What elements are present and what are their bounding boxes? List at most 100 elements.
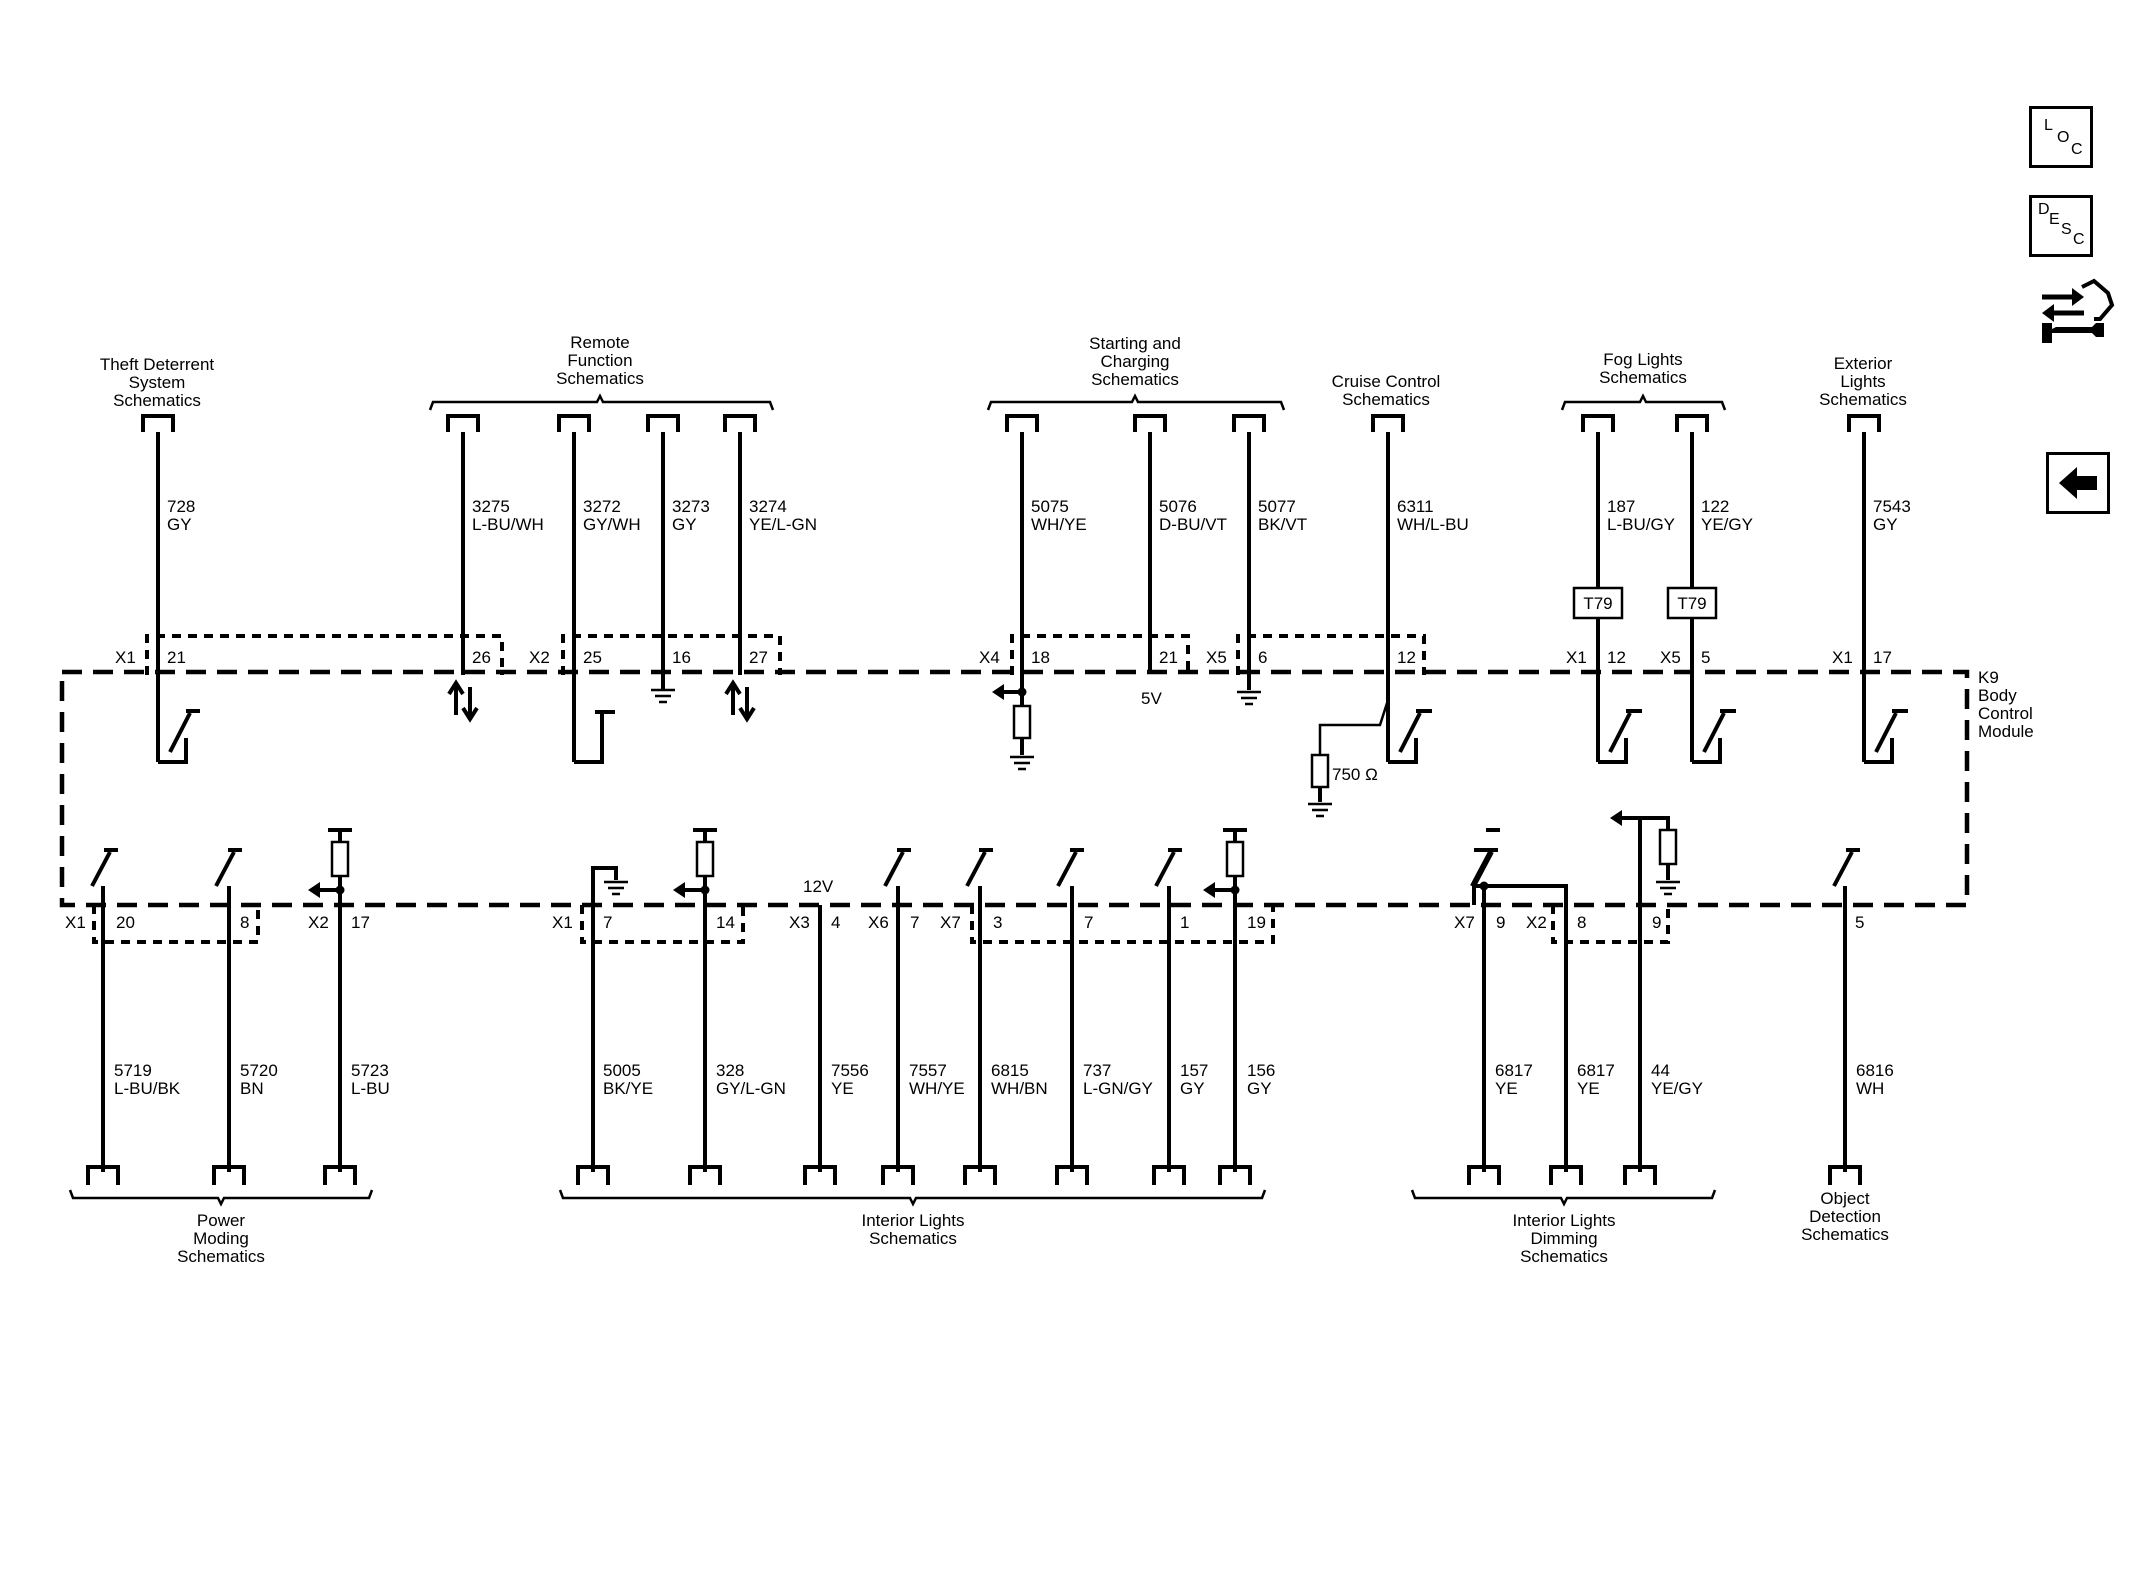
footer-object-2[interactable]: Detection — [1809, 1207, 1881, 1226]
footer-object-1[interactable]: Object — [1820, 1189, 1869, 1208]
header-fog-2[interactable]: Schematics — [1599, 368, 1687, 387]
pin-18-x4[interactable]: 18 — [1031, 648, 1050, 667]
header-fog-1[interactable]: Fog Lights — [1603, 350, 1682, 369]
wire-187-circuit[interactable]: 187 — [1607, 497, 1635, 516]
voltage-12v-label[interactable]: 12V — [803, 877, 834, 896]
wire-6817b-color[interactable]: YE — [1577, 1079, 1600, 1098]
wire-728-color[interactable]: GY — [167, 515, 192, 534]
pin-5[interactable]: 5 — [1855, 913, 1864, 932]
module-label-3[interactable]: Control — [1978, 704, 2033, 723]
wire-187-color[interactable]: L-BU/GY — [1607, 515, 1675, 534]
pin-25-x2[interactable]: 25 — [583, 648, 602, 667]
pin-9-x2[interactable]: 9 — [1652, 913, 1661, 932]
wire-157-circuit[interactable]: 157 — [1180, 1061, 1208, 1080]
wire-44-color[interactable]: YE/GY — [1651, 1079, 1703, 1098]
footer-interior-2[interactable]: Schematics — [869, 1229, 957, 1248]
wire-156-color[interactable]: GY — [1247, 1079, 1272, 1098]
footer-dimming-3[interactable]: Schematics — [1520, 1247, 1608, 1266]
connector-x5-top[interactable]: X5 — [1206, 648, 1227, 667]
wire-7556-color[interactable]: YE — [831, 1079, 854, 1098]
pin-5-x5-fog[interactable]: 5 — [1701, 648, 1710, 667]
wire-44-circuit[interactable]: 44 — [1651, 1061, 1670, 1080]
wire-5005-circuit[interactable]: 5005 — [603, 1061, 641, 1080]
wire-3275-circuit[interactable]: 3275 — [472, 497, 510, 516]
pin-17[interactable]: 17 — [351, 913, 370, 932]
connector-x1-fog[interactable]: X1 — [1566, 648, 1587, 667]
wire-122-color[interactable]: YE/GY — [1701, 515, 1753, 534]
wire-6311-color[interactable]: WH/L-BU — [1397, 515, 1469, 534]
wire-328-color[interactable]: GY/L-GN — [716, 1079, 786, 1098]
pin-9-x7[interactable]: 9 — [1496, 913, 1505, 932]
wire-3274-circuit[interactable]: 3274 — [749, 497, 787, 516]
wire-5719-circuit[interactable]: 5719 — [114, 1061, 152, 1080]
wire-5075-color[interactable]: WH/YE — [1031, 515, 1087, 534]
wire-5005-color[interactable]: BK/YE — [603, 1079, 653, 1098]
wire-3275-color[interactable]: L-BU/WH — [472, 515, 544, 534]
header-remote-3[interactable]: Schematics — [556, 369, 644, 388]
back-button[interactable] — [2046, 452, 2110, 514]
pin-26-x1[interactable]: 26 — [472, 648, 491, 667]
connector-x1-top[interactable]: X1 — [115, 648, 136, 667]
connector-x2-bottom[interactable]: X2 — [308, 913, 329, 932]
header-remote-1[interactable]: Remote — [570, 333, 630, 352]
wire-5076-circuit[interactable]: 5076 — [1159, 497, 1197, 516]
wire-3274-color[interactable]: YE/L-GN — [749, 515, 817, 534]
voltage-5v-label[interactable]: 5V — [1141, 689, 1162, 708]
wire-3273-color[interactable]: GY — [672, 515, 697, 534]
footer-dimming-1[interactable]: Interior Lights — [1513, 1211, 1616, 1230]
wire-156-circuit[interactable]: 156 — [1247, 1061, 1275, 1080]
pin-7-x7[interactable]: 7 — [1084, 913, 1093, 932]
wire-7543-circuit[interactable]: 7543 — [1873, 497, 1911, 516]
connector-x2-top[interactable]: X2 — [529, 648, 550, 667]
header-theft-3[interactable]: Schematics — [113, 391, 201, 410]
wire-5720-color[interactable]: BN — [240, 1079, 264, 1098]
wire-5077-color[interactable]: BK/VT — [1258, 515, 1307, 534]
wire-328-circuit[interactable]: 328 — [716, 1061, 744, 1080]
footer-dimming-2[interactable]: Dimming — [1530, 1229, 1597, 1248]
pin-12-x1-fog[interactable]: 12 — [1607, 648, 1626, 667]
wire-3272-color[interactable]: GY/WH — [583, 515, 641, 534]
wire-6816-circuit[interactable]: 6816 — [1856, 1061, 1894, 1080]
footer-power-3[interactable]: Schematics — [177, 1247, 265, 1266]
wire-6815-color[interactable]: WH/BN — [991, 1079, 1048, 1098]
wire-5076-color[interactable]: D-BU/VT — [1159, 515, 1227, 534]
header-theft-1[interactable]: Theft Deterrent — [100, 355, 215, 374]
module-label-4[interactable]: Module — [1978, 722, 2034, 741]
pin-19[interactable]: 19 — [1247, 913, 1266, 932]
pin-8-x2[interactable]: 8 — [1577, 913, 1586, 932]
connector-x1-interior[interactable]: X1 — [552, 913, 573, 932]
connector-x7-dimming[interactable]: X7 — [1454, 913, 1475, 932]
pin-16-x2[interactable]: 16 — [672, 648, 691, 667]
pin-1[interactable]: 1 — [1180, 913, 1189, 932]
pin-12-x5[interactable]: 12 — [1397, 648, 1416, 667]
loc-button[interactable]: L O C — [2029, 106, 2093, 168]
module-label-1[interactable]: K9 — [1978, 668, 1999, 687]
module-label-2[interactable]: Body — [1978, 686, 2017, 705]
pin-4[interactable]: 4 — [831, 913, 840, 932]
header-starting-2[interactable]: Charging — [1101, 352, 1170, 371]
wire-3273-circuit[interactable]: 3273 — [672, 497, 710, 516]
pin-6-x5[interactable]: 6 — [1258, 648, 1267, 667]
header-cruise-1[interactable]: Cruise Control — [1332, 372, 1441, 391]
wire-6815-circuit[interactable]: 6815 — [991, 1061, 1029, 1080]
connector-x1-exterior[interactable]: X1 — [1832, 648, 1853, 667]
footer-power-2[interactable]: Moding — [193, 1229, 249, 1248]
splice-t79-left[interactable] — [1572, 586, 1624, 620]
footer-interior-1[interactable]: Interior Lights — [862, 1211, 965, 1230]
wire-3272-circuit[interactable]: 3272 — [583, 497, 621, 516]
header-theft-2[interactable]: System — [129, 373, 186, 392]
connector-x6[interactable]: X6 — [868, 913, 889, 932]
pin-8[interactable]: 8 — [240, 913, 249, 932]
wire-6817a-circuit[interactable]: 6817 — [1495, 1061, 1533, 1080]
wire-737-circuit[interactable]: 737 — [1083, 1061, 1111, 1080]
pin-7-x6[interactable]: 7 — [910, 913, 919, 932]
wire-728-circuit[interactable]: 728 — [167, 497, 195, 516]
wire-7557-color[interactable]: WH/YE — [909, 1079, 965, 1098]
wire-122-circuit[interactable]: 122 — [1701, 497, 1729, 516]
header-starting-3[interactable]: Schematics — [1091, 370, 1179, 389]
wire-7557-circuit[interactable]: 7557 — [909, 1061, 947, 1080]
wire-6311-circuit[interactable]: 6311 — [1397, 497, 1434, 516]
wire-5720-circuit[interactable]: 5720 — [240, 1061, 278, 1080]
wire-157-color[interactable]: GY — [1180, 1079, 1205, 1098]
footer-object-3[interactable]: Schematics — [1801, 1225, 1889, 1244]
